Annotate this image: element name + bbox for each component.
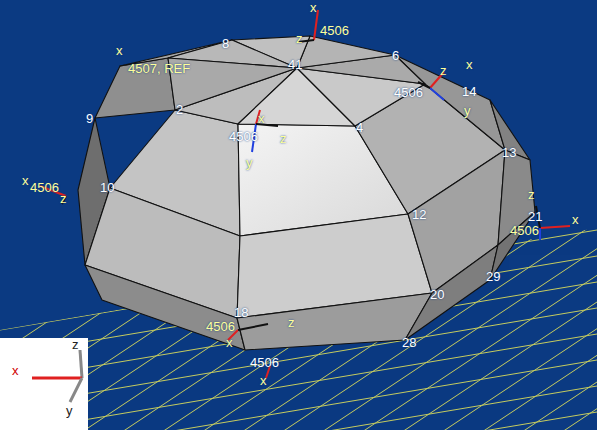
floor-grid xyxy=(0,74,597,430)
global-triad-panel xyxy=(0,338,88,430)
dome-mesh xyxy=(78,36,535,350)
axis-label: y xyxy=(66,404,73,417)
node-number: 20 xyxy=(430,288,444,301)
mesh-face xyxy=(85,265,245,350)
axis-label: x xyxy=(116,44,123,57)
cs-label: 4506 xyxy=(250,356,279,369)
node-number: 10 xyxy=(100,181,114,194)
axis-label: z xyxy=(280,132,287,145)
grid-line xyxy=(0,386,597,430)
coordinate-triads xyxy=(40,10,570,378)
grid-line xyxy=(0,334,597,430)
global-triad xyxy=(32,350,82,402)
node-number: 21 xyxy=(528,210,542,223)
mesh-face xyxy=(405,245,498,340)
mesh-face xyxy=(297,36,395,68)
global-axis xyxy=(32,377,82,380)
node-number: 8 xyxy=(222,37,229,50)
axis-label: z xyxy=(440,64,447,77)
mesh-face xyxy=(395,55,505,150)
axis-label: x xyxy=(310,1,317,14)
mesh-face xyxy=(408,150,505,293)
axis-label: x xyxy=(260,374,267,387)
axis-label: x xyxy=(258,112,265,125)
axis-arrow xyxy=(430,88,444,100)
mesh-face xyxy=(237,293,432,350)
axis-label: z xyxy=(72,338,79,351)
axis-label: z xyxy=(288,316,295,329)
axis-label: y xyxy=(464,104,471,117)
cs-label: 4506 xyxy=(206,320,235,333)
cs-label: 4507, REF xyxy=(128,62,190,75)
axis-arrow xyxy=(539,228,541,240)
grid-line xyxy=(560,180,597,430)
axis-label: z xyxy=(60,192,67,205)
axis-arrow xyxy=(540,226,570,228)
grid-line xyxy=(0,412,597,430)
node-number: 18 xyxy=(234,306,248,319)
cs-label: 4506 xyxy=(229,130,258,143)
node-number: 9 xyxy=(86,112,93,125)
axis-arrow xyxy=(314,10,318,40)
cs-label: 4506 xyxy=(394,86,423,99)
axis-label: x xyxy=(12,364,19,377)
node-number: 2 xyxy=(176,103,183,116)
cs-label: 4506 xyxy=(510,224,539,237)
node-number: 12 xyxy=(412,208,426,221)
axis-label: x xyxy=(22,174,29,187)
axis-label: y xyxy=(246,156,253,169)
node-number: 29 xyxy=(486,270,500,283)
mesh-face xyxy=(490,100,530,160)
axis-label: x xyxy=(226,336,233,349)
grid-line xyxy=(0,360,597,430)
axis-label: z xyxy=(528,188,535,201)
node-number: 14 xyxy=(462,85,476,98)
axis-label: z xyxy=(296,32,303,45)
node-number: 6 xyxy=(392,49,399,62)
cs-label: 4506 xyxy=(320,24,349,37)
node-number: 41 xyxy=(288,58,302,71)
node-number: 4 xyxy=(356,121,363,134)
cs-label: 4506 xyxy=(30,181,59,194)
node-number: 13 xyxy=(502,146,516,159)
axis-label: x xyxy=(572,213,579,226)
axis-arrow xyxy=(238,324,268,330)
global-axis xyxy=(70,378,82,402)
axis-label: x xyxy=(466,58,473,71)
global-axis xyxy=(80,350,82,378)
node-number: 28 xyxy=(402,336,416,349)
